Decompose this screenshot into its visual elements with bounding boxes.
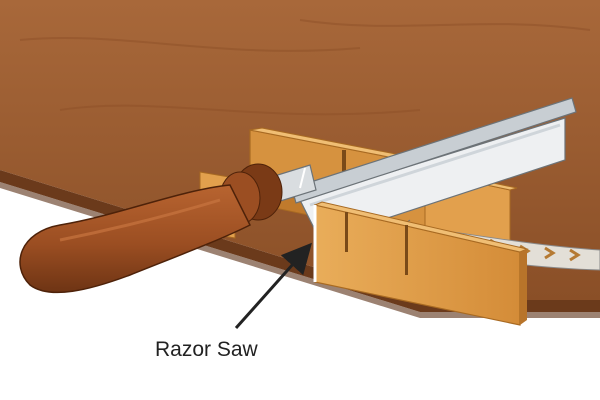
mitre-box-front: [313, 201, 529, 326]
razor-saw-label: Razor Saw: [155, 338, 259, 361]
saw-handle: [19, 163, 317, 294]
saw-blade: [291, 97, 577, 241]
label-pointer-arrow: [234, 242, 312, 329]
